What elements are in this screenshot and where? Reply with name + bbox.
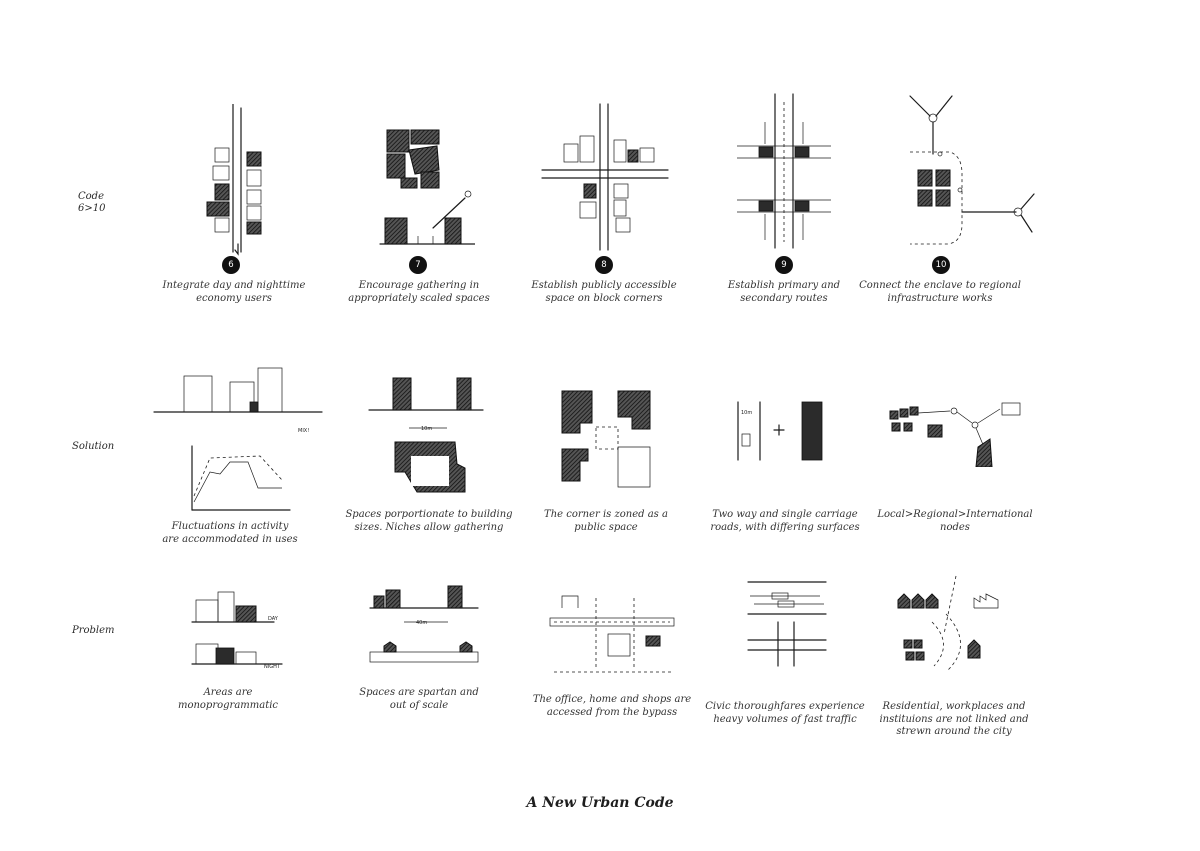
sketch-code-10-regional-infrastructure	[909, 95, 1035, 245]
sketch-solution-corner-zoned	[561, 390, 651, 488]
sketch-code-6-day-night-street	[206, 104, 262, 256]
caption-problem-4-line2: heavy volumes of fast traffic	[713, 713, 857, 725]
caption-code-8-line1: Establish publicly accessible	[531, 280, 677, 291]
caption-code-8: Establish publicly accessible space on b…	[509, 280, 699, 305]
sketch-code-8-corner-public-space	[541, 103, 669, 251]
caption-problem-4-line1: Civic thoroughfares experience	[705, 701, 865, 712]
caption-problem-4: Civic thoroughfares experience heavy vol…	[690, 701, 880, 726]
code-number-7: 7	[409, 256, 427, 274]
sketch-solution-carriage-roads: 10m	[737, 401, 823, 461]
row-label-code-line1: Code	[78, 191, 104, 202]
sketch-40m-label: 40m	[416, 620, 427, 626]
sketch-problem-fast-traffic	[747, 581, 827, 667]
caption-solution-5-line2: nodes	[940, 521, 970, 533]
caption-problem-5-line3: strewn around the city	[896, 726, 1012, 737]
caption-code-10-line1: Connect the enclave to regional	[859, 280, 1021, 291]
caption-code-6-line2: economy users	[196, 292, 272, 304]
caption-solution-3-line1: The corner is zoned as a	[544, 509, 668, 520]
code-number-6: 6	[222, 256, 240, 274]
row-label-code: Code 6>10	[78, 191, 105, 215]
caption-code-10: Connect the enclave to regional infrastr…	[845, 280, 1035, 305]
caption-problem-1-line2: monoprogrammatic	[177, 699, 279, 711]
caption-solution-1: Fluctuations in activity are accommodate…	[135, 521, 325, 546]
caption-solution-2-line1: Spaces porportionate to building	[345, 509, 513, 520]
code-number-8: 8	[595, 256, 613, 274]
caption-solution-4: Two way and single carriage roads, with …	[690, 509, 880, 534]
caption-code-9-line1: Establish primary and	[727, 280, 841, 291]
sketch-day-label: DAY	[268, 616, 279, 622]
caption-solution-4-line2: roads, with differing surfaces	[710, 521, 860, 533]
caption-solution-1-line1: Fluctuations in activity	[171, 521, 289, 532]
caption-code-7-line2: appropriately scaled spaces	[348, 292, 490, 304]
caption-problem-5: Residential, workplaces and instituions …	[859, 701, 1049, 739]
caption-solution-5-line1: Local>Regional>International	[877, 509, 1033, 520]
sketch-10m-label: 10m	[421, 426, 432, 432]
caption-problem-3: The office, home and shops are accessed …	[517, 694, 707, 719]
caption-code-6-line1: Integrate day and nighttime	[162, 280, 306, 291]
code-number-9: 9	[775, 256, 793, 274]
sketch-problem-monoprogrammatic: DAY NIGHT	[191, 591, 283, 670]
caption-solution-3-line2: public space	[574, 521, 638, 533]
caption-problem-3-line2: accessed from the bypass	[546, 706, 678, 718]
caption-code-9-line2: secondary routes	[740, 292, 828, 304]
caption-solution-3: The corner is zoned as a public space	[511, 509, 701, 534]
caption-problem-2: Spaces are spartan and out of scale	[324, 687, 514, 712]
caption-solution-2-line2: sizes. Niches allow gathering	[354, 521, 504, 533]
row-label-problem: Problem	[72, 625, 115, 636]
row-label-code-line2: 6>10	[78, 203, 106, 214]
page-title: A New Urban Code	[526, 795, 674, 811]
caption-solution-4-line1: Two way and single carriage	[712, 509, 858, 520]
caption-solution-2: Spaces porportionate to building sizes. …	[334, 509, 524, 534]
sketch-code-7-gathering-spaces	[379, 129, 475, 245]
caption-solution-5: Local>Regional>International nodes	[860, 509, 1050, 534]
caption-code-7: Encourage gathering in appropriately sca…	[324, 280, 514, 305]
caption-code-9: Establish primary and secondary routes	[689, 280, 879, 305]
caption-problem-3-line1: The office, home and shops are	[532, 694, 692, 705]
caption-code-10-line2: infrastructure works	[887, 292, 993, 304]
caption-problem-2-line1: Spaces are spartan and	[359, 687, 479, 698]
caption-problem-1-line1: Areas are	[203, 687, 253, 698]
sketch-code-9-primary-secondary-routes	[737, 93, 831, 249]
caption-problem-1: Areas are monoprogrammatic	[133, 687, 323, 712]
row-label-solution: Solution	[72, 441, 115, 452]
sketch-problem-bypass-access	[549, 595, 675, 673]
caption-problem-5-line1: Residential, workplaces and	[882, 701, 1026, 712]
sketch-solution-proportionate-spaces: 10m	[368, 377, 484, 493]
sketch-problem-spartan-spaces: 40m	[369, 585, 479, 663]
caption-solution-1-line2: are accommodated in uses	[162, 533, 298, 545]
sketch-night-label: NIGHT	[264, 664, 281, 670]
caption-code-8-line2: space on block corners	[545, 292, 663, 304]
sketch-solution-mixed-use-activity: MIX! 0 6 12 18 24	[153, 367, 323, 511]
sketch-road-10m-label: 10m	[741, 410, 752, 416]
sketch-problem-strewn-uses	[897, 575, 999, 670]
caption-problem-2-line2: out of scale	[389, 699, 449, 711]
caption-problem-5-line2: instituions are not linked and	[879, 713, 1029, 725]
code-number-10: 10	[932, 256, 950, 274]
caption-code-6: Integrate day and nighttime economy user…	[139, 280, 329, 305]
sketch-mix-label: MIX!	[298, 428, 309, 434]
caption-code-7-line1: Encourage gathering in	[358, 280, 480, 291]
sketch-solution-nodes-network	[889, 402, 1021, 467]
